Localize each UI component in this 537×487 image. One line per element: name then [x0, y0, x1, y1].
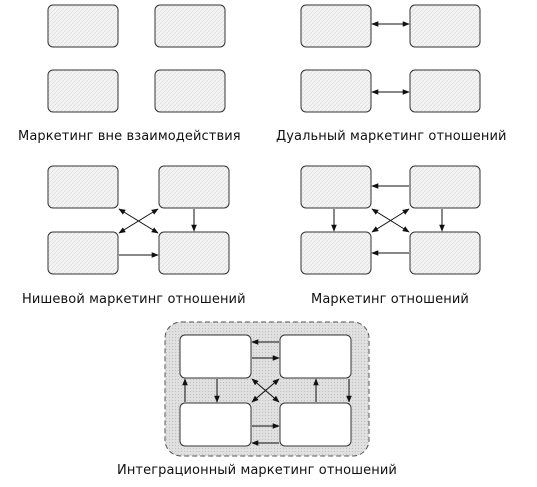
diagonal-arrow: [251, 378, 280, 403]
node-box: [158, 231, 230, 275]
panel-dual: [300, 4, 481, 113]
caption-no-interaction: Маркетинг вне взаимодействия: [18, 129, 241, 144]
node-box: [300, 4, 372, 48]
caption-integration: Интеграционный маркетинг отношений: [117, 463, 397, 478]
node-box: [409, 165, 481, 209]
node-box: [300, 69, 372, 113]
node-box: [409, 231, 481, 275]
node-box: [47, 165, 119, 209]
node-box: [47, 69, 119, 113]
node-box: [47, 231, 119, 275]
caption-niche: Нишевой маркетинг отношений: [22, 292, 246, 307]
node-box: [154, 69, 226, 113]
panel-relationship: [300, 165, 481, 275]
node-box: [300, 231, 372, 275]
panel-no-interaction: [47, 4, 226, 113]
diagonal-arrow: [371, 208, 410, 233]
node-box: [179, 334, 252, 379]
node-box: [179, 402, 252, 447]
node-box: [47, 4, 119, 48]
node-box: [300, 165, 372, 209]
node-box: [409, 69, 481, 113]
panel-niche: [47, 165, 230, 275]
node-box: [154, 4, 226, 48]
node-box: [279, 334, 352, 379]
panel-integration: [164, 321, 370, 457]
node-box: [279, 402, 352, 447]
caption-relationship: Маркетинг отношений: [311, 292, 469, 307]
node-box: [409, 4, 481, 48]
diagonal-arrow: [118, 208, 159, 234]
node-box: [158, 165, 230, 209]
caption-dual: Дуальный маркетинг отношений: [276, 129, 507, 144]
